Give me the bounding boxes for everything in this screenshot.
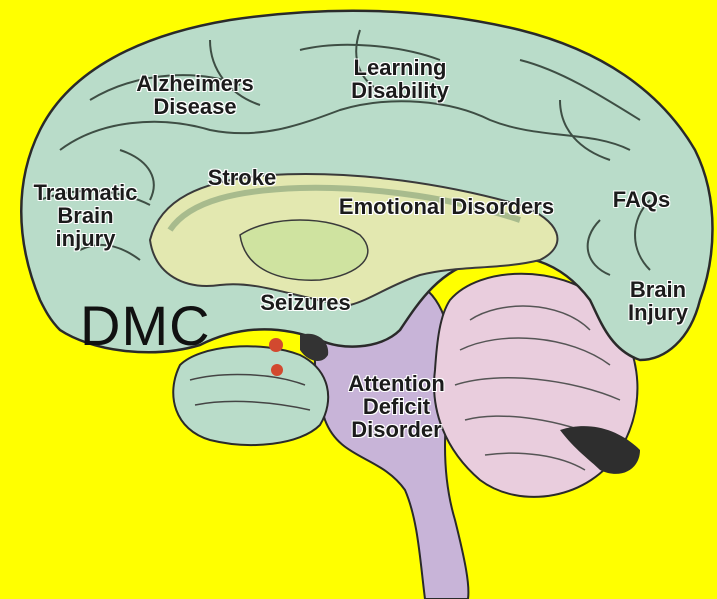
link-emotional-disorders[interactable]: Emotional Disorders: [314, 195, 579, 218]
link-line: Learning: [330, 56, 470, 79]
link-alzheimers-disease[interactable]: Alzheimers Disease: [120, 72, 270, 118]
link-brain-injury[interactable]: Brain Injury: [616, 278, 700, 324]
link-line: Disorder: [334, 418, 459, 441]
link-line: Brain: [616, 278, 700, 301]
red-nucleus-2: [271, 364, 283, 376]
link-stroke[interactable]: Stroke: [196, 166, 288, 189]
link-line: Stroke: [196, 166, 288, 189]
link-line: Attention: [334, 372, 459, 395]
link-line: Emotional Disorders: [314, 195, 579, 218]
link-faqs[interactable]: FAQs: [604, 188, 679, 211]
link-learning-disability[interactable]: Learning Disability: [330, 56, 470, 102]
link-line: Disease: [120, 95, 270, 118]
link-seizures[interactable]: Seizures: [248, 291, 363, 314]
link-line: Seizures: [248, 291, 363, 314]
link-line: Traumatic: [18, 181, 153, 204]
red-nucleus-1: [269, 338, 283, 352]
link-traumatic-brain-injury[interactable]: Traumatic Brain injury: [18, 181, 153, 250]
link-line: Injury: [616, 301, 700, 324]
link-line: injury: [18, 227, 153, 250]
link-line: FAQs: [604, 188, 679, 211]
dmc-logo: DMC: [80, 296, 211, 356]
link-line: Alzheimers: [120, 72, 270, 95]
link-attention-deficit-disorder[interactable]: Attention Deficit Disorder: [334, 372, 459, 441]
link-line: Disability: [330, 79, 470, 102]
temporal-lobe-shape: [173, 346, 328, 445]
link-line: Brain: [18, 204, 153, 227]
link-line: Deficit: [334, 395, 459, 418]
